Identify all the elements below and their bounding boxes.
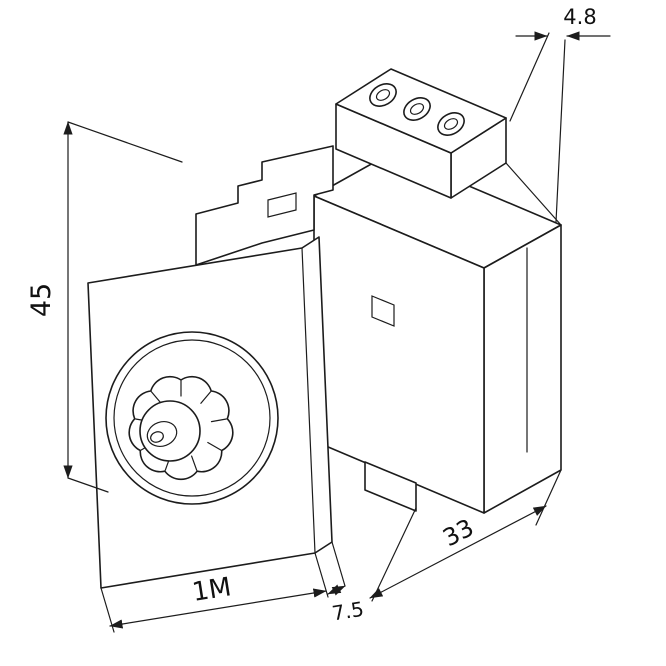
latch-tab [267,192,297,218]
rotary-knob [105,331,279,505]
screw-terminal-icon [437,112,465,136]
screw-slot-icon [375,89,391,101]
extension-line [331,541,346,587]
extension-line [67,121,183,163]
screw-slot-icon [409,103,425,115]
dimension-rear-offset: 4.8 [509,5,611,223]
knob-tip-dot [150,431,164,443]
device-body [195,68,562,514]
dimension-line [327,584,346,596]
extension-line [314,552,329,598]
plate-edge [301,247,316,554]
terminal-screws [369,83,465,136]
dim-flange-depth-label: 7.5 [330,597,365,626]
block-body-edge [505,162,562,226]
screw-terminal-icon [369,83,397,107]
screw-slot-icon [443,118,459,130]
body-right-face [483,224,562,514]
knob-inner-rim [113,339,271,497]
screw-terminal-icon [403,97,431,121]
extension-line [555,39,566,223]
dimension-flange-depth: 7.5 [327,541,365,626]
dimension-front-height: 45 [26,121,183,493]
knob-tip-face [146,421,178,447]
dim-body-depth-label: 33 [438,513,478,552]
extension-line [67,477,109,493]
dimension-module-width: 1M [100,552,329,633]
dim-module-width-label: 1M [190,572,233,608]
dim-rear-offset-label: 4.8 [563,5,596,29]
dimension-line [109,588,327,629]
dim-front-height-label: 45 [26,283,57,317]
front-face-detail [371,295,395,327]
dimension-line [369,505,547,599]
extension-line [371,507,417,602]
mounting-latch [195,145,334,266]
extension-line [509,32,550,122]
